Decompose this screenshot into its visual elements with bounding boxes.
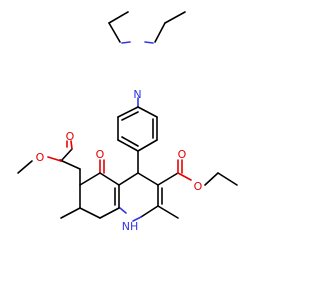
methyl-ester-ether-o-label: O: [36, 151, 45, 164]
bond-lines: [59, 11, 238, 222]
molecule-diagram: N O O O O O NH: [17, 11, 238, 233]
ethyl-ester-carbonyl-o-label: O: [178, 148, 187, 161]
methyl-ester-group: [17, 140, 73, 174]
amine-n-label: N: [133, 88, 141, 101]
methyl-ester-carbonyl-o-label: O: [66, 130, 75, 143]
ketone-o-label: O: [96, 148, 105, 161]
ethyl-ester-ether-o-label: O: [194, 180, 203, 193]
ring-nh-label: NH: [122, 220, 139, 233]
